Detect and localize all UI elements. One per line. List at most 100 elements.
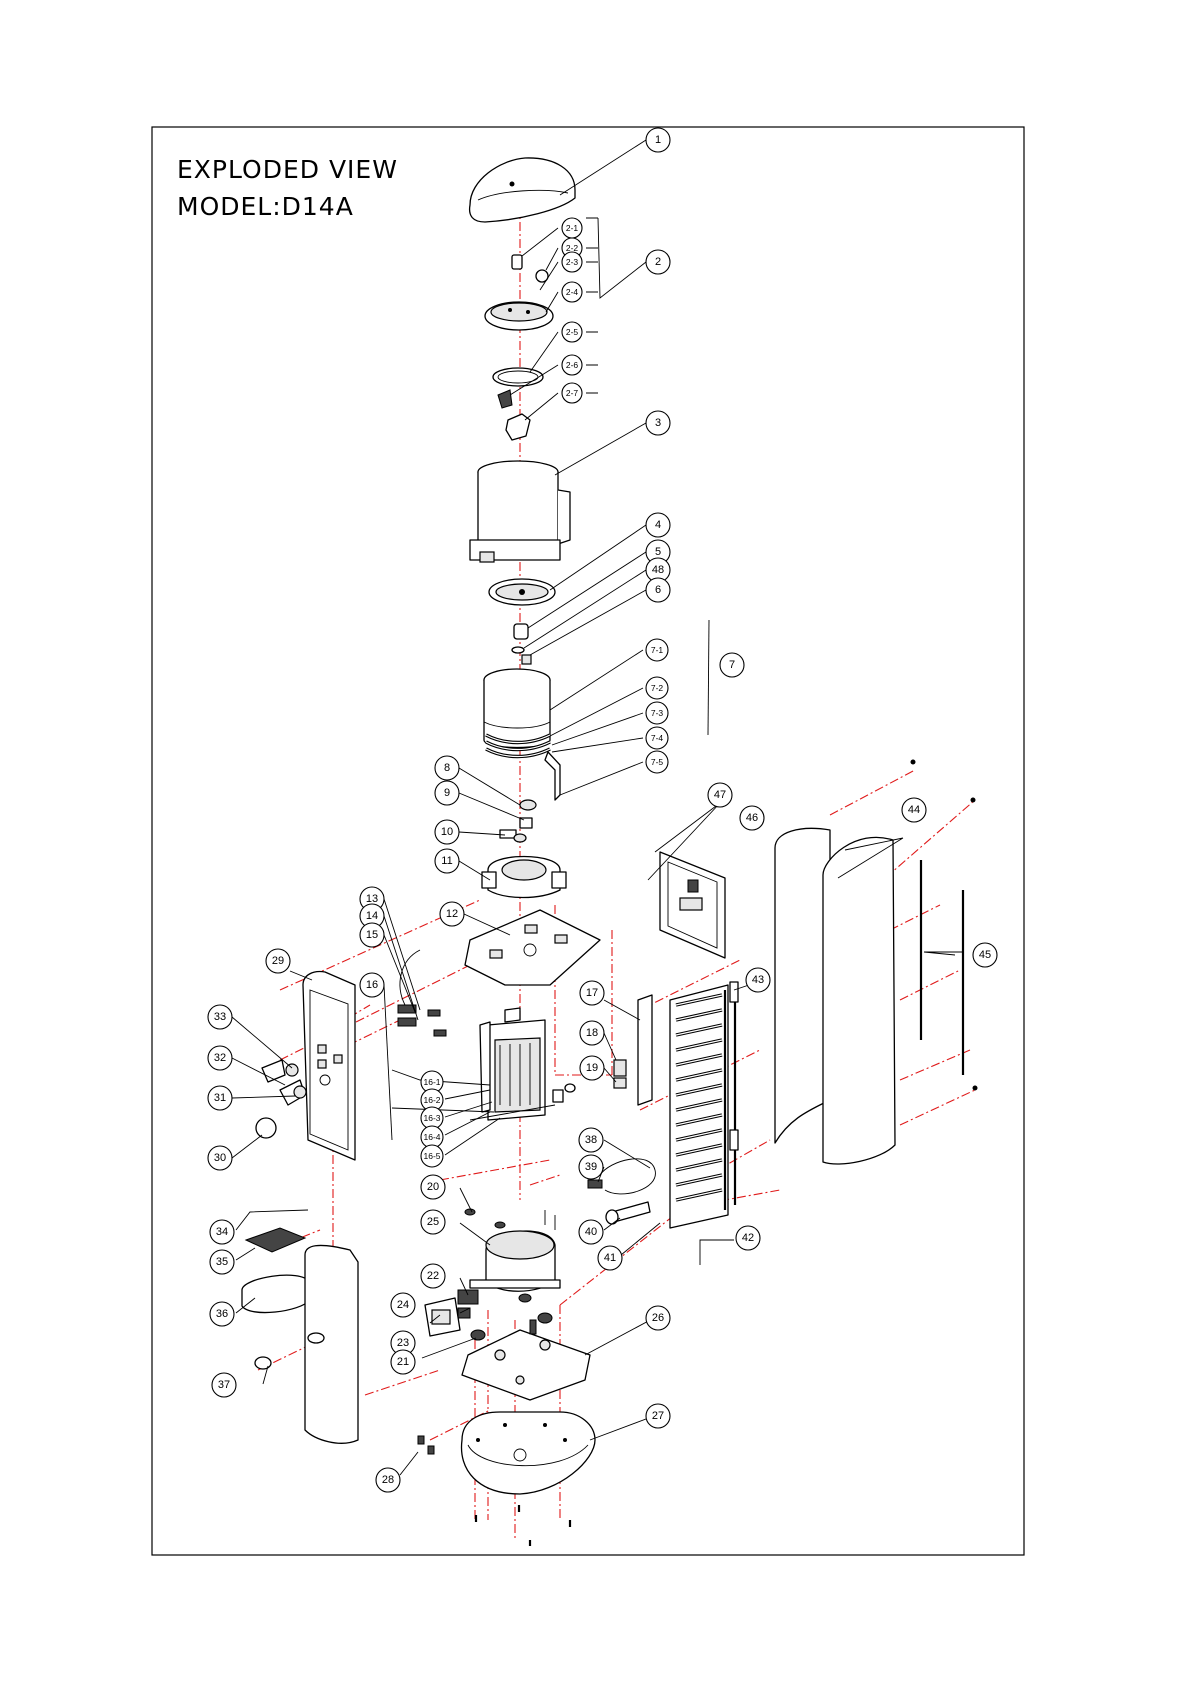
callout-26: 26: [646, 1306, 670, 1330]
callout-19: 19: [580, 1056, 604, 1080]
callout-34: 34: [210, 1220, 234, 1244]
svg-text:44: 44: [908, 804, 920, 816]
svg-text:43: 43: [752, 974, 764, 986]
svg-text:16-3: 16-3: [423, 1113, 440, 1123]
callout-1: 1: [646, 128, 670, 152]
svg-text:25: 25: [427, 1216, 439, 1228]
callout-2-6: 2-6: [562, 355, 582, 375]
svg-text:30: 30: [214, 1152, 226, 1164]
svg-text:3: 3: [655, 417, 661, 429]
svg-text:15: 15: [366, 929, 378, 941]
callout-38: 38: [579, 1128, 603, 1152]
svg-text:7-5: 7-5: [651, 757, 664, 767]
svg-text:37: 37: [218, 1379, 230, 1391]
svg-text:24: 24: [397, 1299, 409, 1311]
callout-11: 11: [435, 849, 459, 873]
svg-text:2-4: 2-4: [566, 287, 579, 297]
svg-text:33: 33: [214, 1011, 226, 1023]
callout-8: 8: [435, 756, 459, 780]
callout-43: 43: [746, 968, 770, 992]
callout-7-5: 7-5: [646, 751, 668, 773]
callout-36: 36: [210, 1302, 234, 1326]
callout-32: 32: [208, 1046, 232, 1070]
svg-text:40: 40: [585, 1226, 597, 1238]
svg-text:16-5: 16-5: [423, 1151, 440, 1161]
svg-text:48: 48: [652, 564, 664, 576]
callout-10: 10: [435, 820, 459, 844]
callout-16-5: 16-5: [421, 1145, 443, 1167]
svg-text:27: 27: [652, 1410, 664, 1422]
svg-text:35: 35: [216, 1256, 228, 1268]
svg-text:1: 1: [655, 134, 661, 146]
svg-text:34: 34: [216, 1226, 228, 1238]
callout-28: 28: [376, 1468, 400, 1492]
callout-37: 37: [212, 1373, 236, 1397]
callout-3: 3: [646, 411, 670, 435]
svg-text:14: 14: [366, 910, 378, 922]
part-faucets: [256, 1060, 306, 1138]
svg-text:26: 26: [652, 1312, 664, 1324]
callout-25: 25: [421, 1210, 445, 1234]
callout-46: 46: [740, 806, 764, 830]
callout-7: 7: [720, 653, 744, 677]
svg-text:2-3: 2-3: [566, 257, 579, 267]
callout-39: 39: [579, 1155, 603, 1179]
svg-text:22: 22: [427, 1270, 439, 1282]
svg-text:47: 47: [714, 789, 726, 801]
callout-40: 40: [579, 1220, 603, 1244]
part-compressor: [470, 1210, 560, 1291]
svg-text:2: 2: [655, 256, 661, 268]
svg-text:2-6: 2-6: [566, 360, 579, 370]
callout-7-2: 7-2: [646, 677, 668, 699]
svg-text:17: 17: [586, 987, 598, 999]
svg-text:7: 7: [729, 659, 735, 671]
part-condenser: [670, 985, 735, 1228]
svg-text:7-4: 7-4: [651, 733, 664, 743]
callout-7-3: 7-3: [646, 702, 668, 724]
part-cold-tank: [484, 669, 560, 800]
svg-text:6: 6: [655, 584, 661, 596]
callout-44: 44: [902, 798, 926, 822]
callout-22: 22: [421, 1264, 445, 1288]
callout-4: 4: [646, 513, 670, 537]
callout-15: 15: [360, 923, 384, 947]
model-label: MODEL:D14A: [177, 192, 354, 221]
svg-text:7-1: 7-1: [651, 645, 664, 655]
svg-text:10: 10: [441, 826, 453, 838]
svg-text:4: 4: [655, 519, 661, 531]
svg-text:38: 38: [585, 1134, 597, 1146]
svg-text:32: 32: [214, 1052, 226, 1064]
svg-text:28: 28: [382, 1474, 394, 1486]
svg-text:7-2: 7-2: [651, 683, 664, 693]
callout-18: 18: [580, 1021, 604, 1045]
svg-text:45: 45: [979, 949, 991, 961]
svg-text:46: 46: [746, 812, 758, 824]
callout-16: 16: [360, 973, 384, 997]
part-lower-fittings: [482, 800, 566, 898]
svg-text:20: 20: [427, 1181, 439, 1193]
callout-35: 35: [210, 1250, 234, 1274]
part-thermostats: [398, 950, 446, 1036]
svg-text:42: 42: [742, 1232, 754, 1244]
callout-6: 6: [646, 578, 670, 602]
part-baffle-and-valves: [489, 579, 555, 664]
callout-41: 41: [598, 1246, 622, 1270]
drawing-title: EXPLODED VIEW: [177, 155, 398, 184]
svg-text:31: 31: [214, 1092, 226, 1104]
part-top-plate: [465, 910, 600, 985]
svg-text:16-1: 16-1: [423, 1077, 440, 1087]
svg-text:39: 39: [585, 1161, 597, 1173]
part-cap-assembly: [485, 255, 553, 440]
svg-text:2-5: 2-5: [566, 327, 579, 337]
callout-20: 20: [421, 1175, 445, 1199]
callout-31: 31: [208, 1086, 232, 1110]
part-reservoir: [470, 461, 570, 562]
svg-text:5: 5: [655, 546, 661, 558]
part-hot-tank: [470, 1008, 575, 1120]
svg-text:7-3: 7-3: [651, 708, 664, 718]
part-upper-front-panel: [303, 972, 355, 1160]
callout-2-5: 2-5: [562, 322, 582, 342]
callout-47: 47: [708, 783, 732, 807]
callout-33: 33: [208, 1005, 232, 1029]
part-top-cover: [470, 158, 575, 222]
